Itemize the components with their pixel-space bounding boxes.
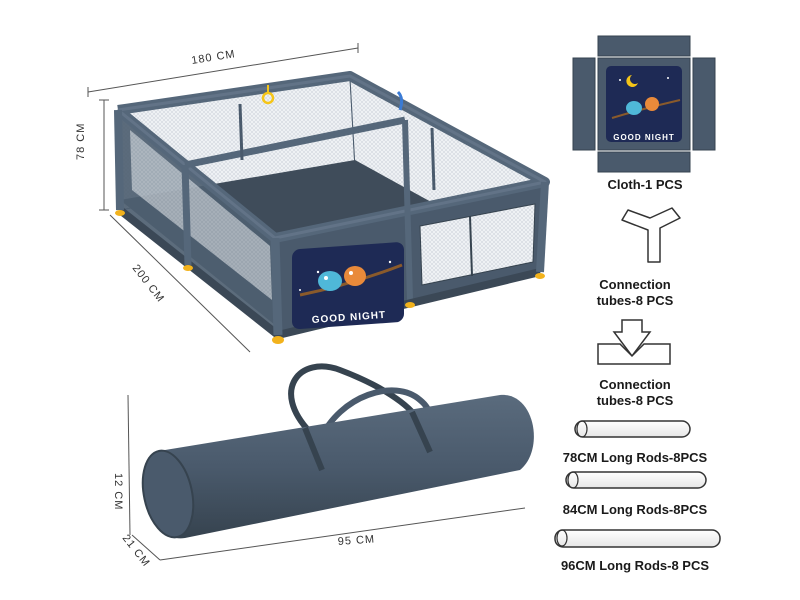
dimension-bag-length: 95 CM [159, 507, 526, 561]
part-label-connection-tubes-2: Connection tubes-8 PCS [596, 377, 674, 408]
dimension-height: 78 CM [75, 99, 109, 211]
dimension-width-label: 180 CM [191, 48, 237, 67]
foot [272, 336, 284, 344]
rod-96cm-icon [554, 529, 721, 548]
playpen: GOOD NIGHT [114, 71, 550, 344]
foot [183, 265, 193, 271]
good-night-panel: GOOD NIGHT [292, 242, 404, 330]
three-way-connector-icon [621, 207, 681, 263]
dimension-bag-height-label: 12 CM [112, 473, 124, 510]
t-connector-icon [597, 319, 671, 365]
part-label-rods-78: 78CM Long Rods-8PCS [562, 450, 708, 465]
part-label-connection-tubes-1: Connection tubes-8 PCS [596, 277, 674, 308]
cloth-panel-title: GOOD NIGHT [613, 133, 675, 142]
foot [405, 302, 415, 308]
part-label-rods-96: 96CM Long Rods-8 PCS [560, 558, 710, 573]
dimension-bag-depth: 21 CM [120, 532, 161, 569]
dimension-bag-length-label: 95 CM [337, 533, 375, 548]
foot [535, 273, 545, 279]
panel-title: GOOD NIGHT [311, 310, 386, 326]
carry-bag [141, 363, 534, 539]
dimension-bag-height: 12 CM [112, 394, 131, 536]
dimension-depth-label: 200 CM [130, 262, 167, 304]
pull-ring-blue-icon [396, 90, 404, 111]
part-label-rods-84: 84CM Long Rods-8PCS [562, 502, 708, 517]
part-label-cloth: Cloth-1 PCS [607, 177, 683, 192]
dimension-height-label: 78 CM [75, 123, 87, 160]
foot [115, 210, 125, 216]
pull-ring-yellow-icon [261, 85, 275, 105]
rod-84cm-icon [565, 471, 707, 489]
cloth-part: GOOD NIGHT [572, 35, 716, 173]
rod-78cm-icon [574, 420, 691, 438]
